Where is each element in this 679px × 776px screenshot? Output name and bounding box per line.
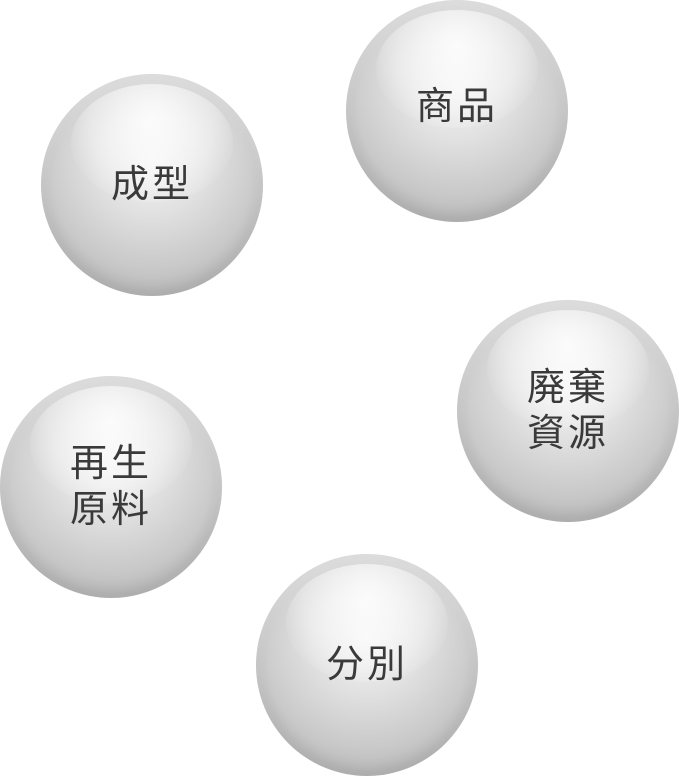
node-sphere-shouhin: 商品	[346, 0, 568, 222]
node-label-haiki-shigen: 廃棄 資源	[526, 365, 609, 455]
node-sphere-haiki-shigen: 廃棄 資源	[457, 300, 679, 522]
node-label-saisei-genryou: 再生 原料	[69, 441, 152, 531]
node-label-seikei: 成型	[110, 162, 193, 207]
node-sphere-seikei: 成型	[41, 74, 263, 296]
node-sphere-saisei-genryou: 再生 原料	[0, 376, 222, 598]
node-label-shouhin: 商品	[415, 84, 498, 129]
node-label-bunbetsu: 分別	[325, 642, 408, 687]
node-sphere-bunbetsu: 分別	[256, 554, 478, 776]
